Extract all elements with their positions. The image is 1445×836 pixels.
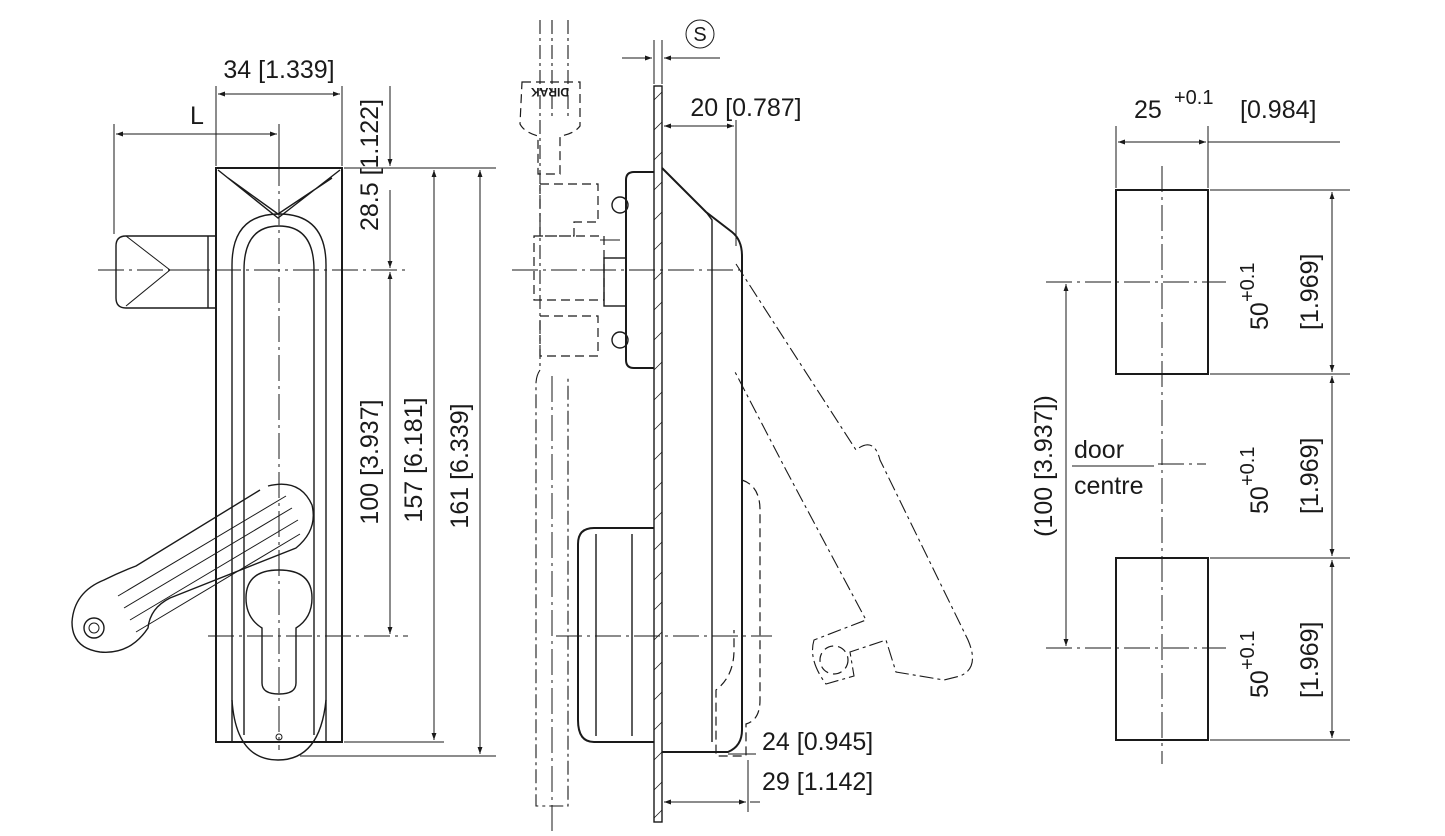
cutout-height-in-2: [1.969] — [1296, 622, 1324, 698]
cutout-height-tol-2: +0.1 — [1237, 631, 1259, 670]
lever-handle — [71, 483, 314, 653]
key-brand-label: DIRAK — [531, 85, 569, 99]
spacing-in: [1.969] — [1296, 438, 1324, 514]
handle-housing — [215, 167, 343, 743]
dim-100-label: 100 [3.937] — [356, 399, 384, 524]
door-panel — [653, 85, 663, 823]
handle-open-eye — [819, 645, 849, 675]
lever-eye — [83, 617, 105, 639]
housing-bottom-curve — [231, 699, 327, 761]
latch-ghost — [715, 479, 761, 757]
lever-eye-inner — [88, 622, 100, 634]
dim-29-label: 29 [1.142] — [762, 768, 873, 796]
cutout-height-tol-1: +0.1 — [1237, 263, 1259, 302]
housing-profile — [661, 167, 743, 753]
housing-profile-inner — [705, 211, 713, 742]
key-outline — [519, 81, 581, 175]
dim-depth-label: 20 [0.787] — [690, 94, 801, 122]
dim-24-label: 24 [0.945] — [762, 728, 873, 756]
dim-161-label: 161 [6.339] — [446, 403, 474, 528]
door-ghost-outline — [535, 20, 569, 807]
cutout-view: 25 +0.1 [0.984] 50 +0.1 [1.969] 50 +0.1 … — [1030, 87, 1350, 764]
keyhole — [245, 569, 313, 695]
lock-body — [577, 527, 654, 743]
dim-157-label: 157 [6.181] — [400, 397, 428, 522]
door-label: door — [1074, 436, 1124, 464]
lock-body-inner — [595, 534, 633, 736]
cutout-width-label: 25 — [1134, 96, 1162, 124]
spacing-label: 50 — [1246, 486, 1274, 514]
handle-open-position — [733, 263, 974, 685]
symbol-s: S — [693, 24, 706, 46]
lock-cylinder-chamfer — [125, 235, 210, 307]
centres-label: (100 [3.937]) — [1030, 395, 1058, 537]
front-view: 34 [1.339] L 28.5 [1.122] 100 [3.937] 15… — [71, 56, 496, 761]
spacing-tol: +0.1 — [1237, 447, 1259, 486]
lever-ribs — [117, 495, 301, 633]
symbol-s-circle — [685, 19, 715, 49]
handle-slot — [243, 225, 315, 735]
dim-L-label: L — [190, 102, 204, 130]
side-view: DIRAK S 20 [0.787] 24 [0.945] 29 [1.142] — [512, 19, 974, 832]
cutout-width-in: [0.984] — [1240, 96, 1316, 124]
cam-latch-outline — [533, 183, 605, 357]
fixing-screw-bottom — [611, 331, 629, 349]
lock-cylinder — [115, 235, 216, 309]
cutout-height-label-1: 50 — [1246, 302, 1274, 330]
centre-label: centre — [1074, 472, 1143, 500]
dim-width-label: 34 [1.339] — [223, 56, 334, 84]
cutout-width-tol: +0.1 — [1174, 87, 1213, 109]
cutout-height-in-1: [1.969] — [1296, 254, 1324, 330]
cam-spindle — [603, 257, 627, 307]
fixing-screw-top — [611, 196, 629, 214]
dim-top-label: 28.5 [1.122] — [356, 99, 384, 231]
cutout-height-label-2: 50 — [1246, 670, 1274, 698]
door-hatching — [653, 91, 663, 819]
